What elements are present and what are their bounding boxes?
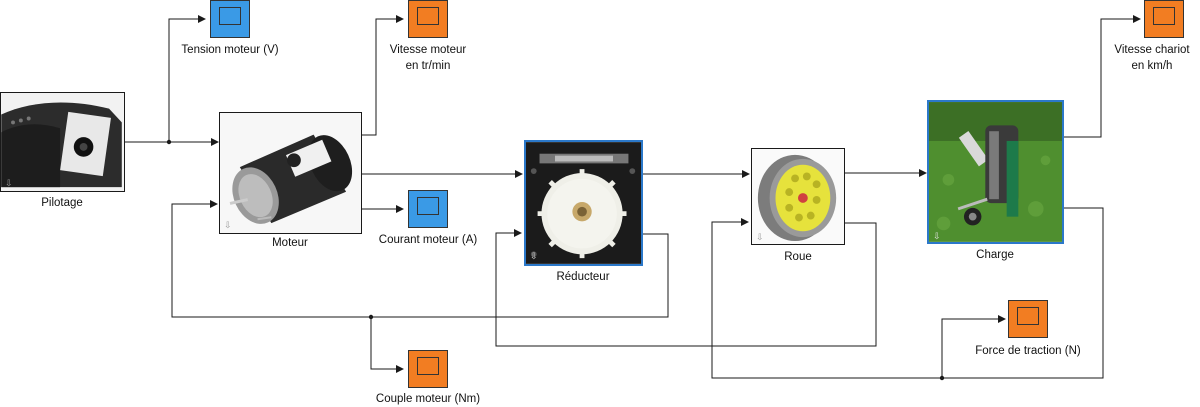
reducteur-block[interactable]: ⇩: [524, 140, 643, 266]
wire-charge-roue-feedback: [711, 207, 1104, 379]
courant-moteur-label: Courant moteur (A): [378, 234, 478, 246]
scope-screen-icon: [417, 197, 439, 215]
charge-block[interactable]: ⇩: [927, 100, 1064, 244]
roue-label: Roue: [784, 251, 812, 263]
wire-reducteur-moteur-feedback: [171, 200, 669, 318]
wire-traction-scope: [941, 315, 1006, 378]
vitesse-chariot-label-line1: Vitesse chariot: [1114, 44, 1190, 56]
down-arrow-icon: ⇩: [530, 251, 538, 261]
golf-cart-image: [929, 102, 1062, 242]
vitesse-moteur-scope[interactable]: [408, 0, 448, 38]
couple-moteur-scope[interactable]: [408, 350, 448, 388]
wheel-image: [752, 149, 844, 244]
motor-image: [220, 113, 361, 233]
vitesse-moteur-label-line1: Vitesse moteur: [389, 44, 467, 56]
down-arrow-icon: ⇩: [933, 231, 941, 241]
roue-block[interactable]: ⇩: [751, 148, 845, 245]
down-arrow-icon: ⇩: [5, 178, 13, 188]
joystick-image: [1, 93, 124, 191]
vitesse-chariot-scope[interactable]: [1144, 0, 1184, 38]
wire-chariot-scope: [1063, 15, 1141, 138]
tension-moteur-scope[interactable]: [210, 0, 250, 38]
tension-moteur-label: Tension moteur (V): [181, 44, 279, 56]
down-arrow-icon: ⇩: [224, 220, 232, 230]
down-arrow-icon: ⇩: [756, 232, 764, 242]
gear-image: [526, 142, 641, 264]
scope-screen-icon: [1153, 7, 1175, 25]
scope-screen-icon: [417, 357, 439, 375]
charge-label: Charge: [976, 249, 1014, 261]
moteur-block[interactable]: ⇩: [219, 112, 362, 234]
wire-vitesse-scope: [362, 15, 404, 136]
reducteur-label: Réducteur: [556, 271, 610, 283]
courant-moteur-scope[interactable]: [408, 190, 448, 228]
wire-tension-scope: [168, 15, 206, 142]
wire-roue-reducteur-feedback: [495, 222, 877, 347]
scope-screen-icon: [417, 7, 439, 25]
pilotage-block[interactable]: ⇩: [0, 92, 125, 192]
scope-screen-icon: [1017, 307, 1039, 325]
moteur-label: Moteur: [272, 237, 308, 249]
vitesse-moteur-label-line2: en tr/min: [405, 60, 451, 72]
pilotage-label: Pilotage: [41, 197, 83, 209]
wire-couple-scope: [370, 317, 404, 373]
couple-moteur-label: Couple moteur (Nm): [375, 393, 481, 405]
force-traction-scope[interactable]: [1008, 300, 1048, 338]
scope-screen-icon: [219, 7, 241, 25]
vitesse-chariot-label-line2: en km/h: [1131, 60, 1173, 72]
force-traction-label: Force de traction (N): [975, 345, 1081, 357]
